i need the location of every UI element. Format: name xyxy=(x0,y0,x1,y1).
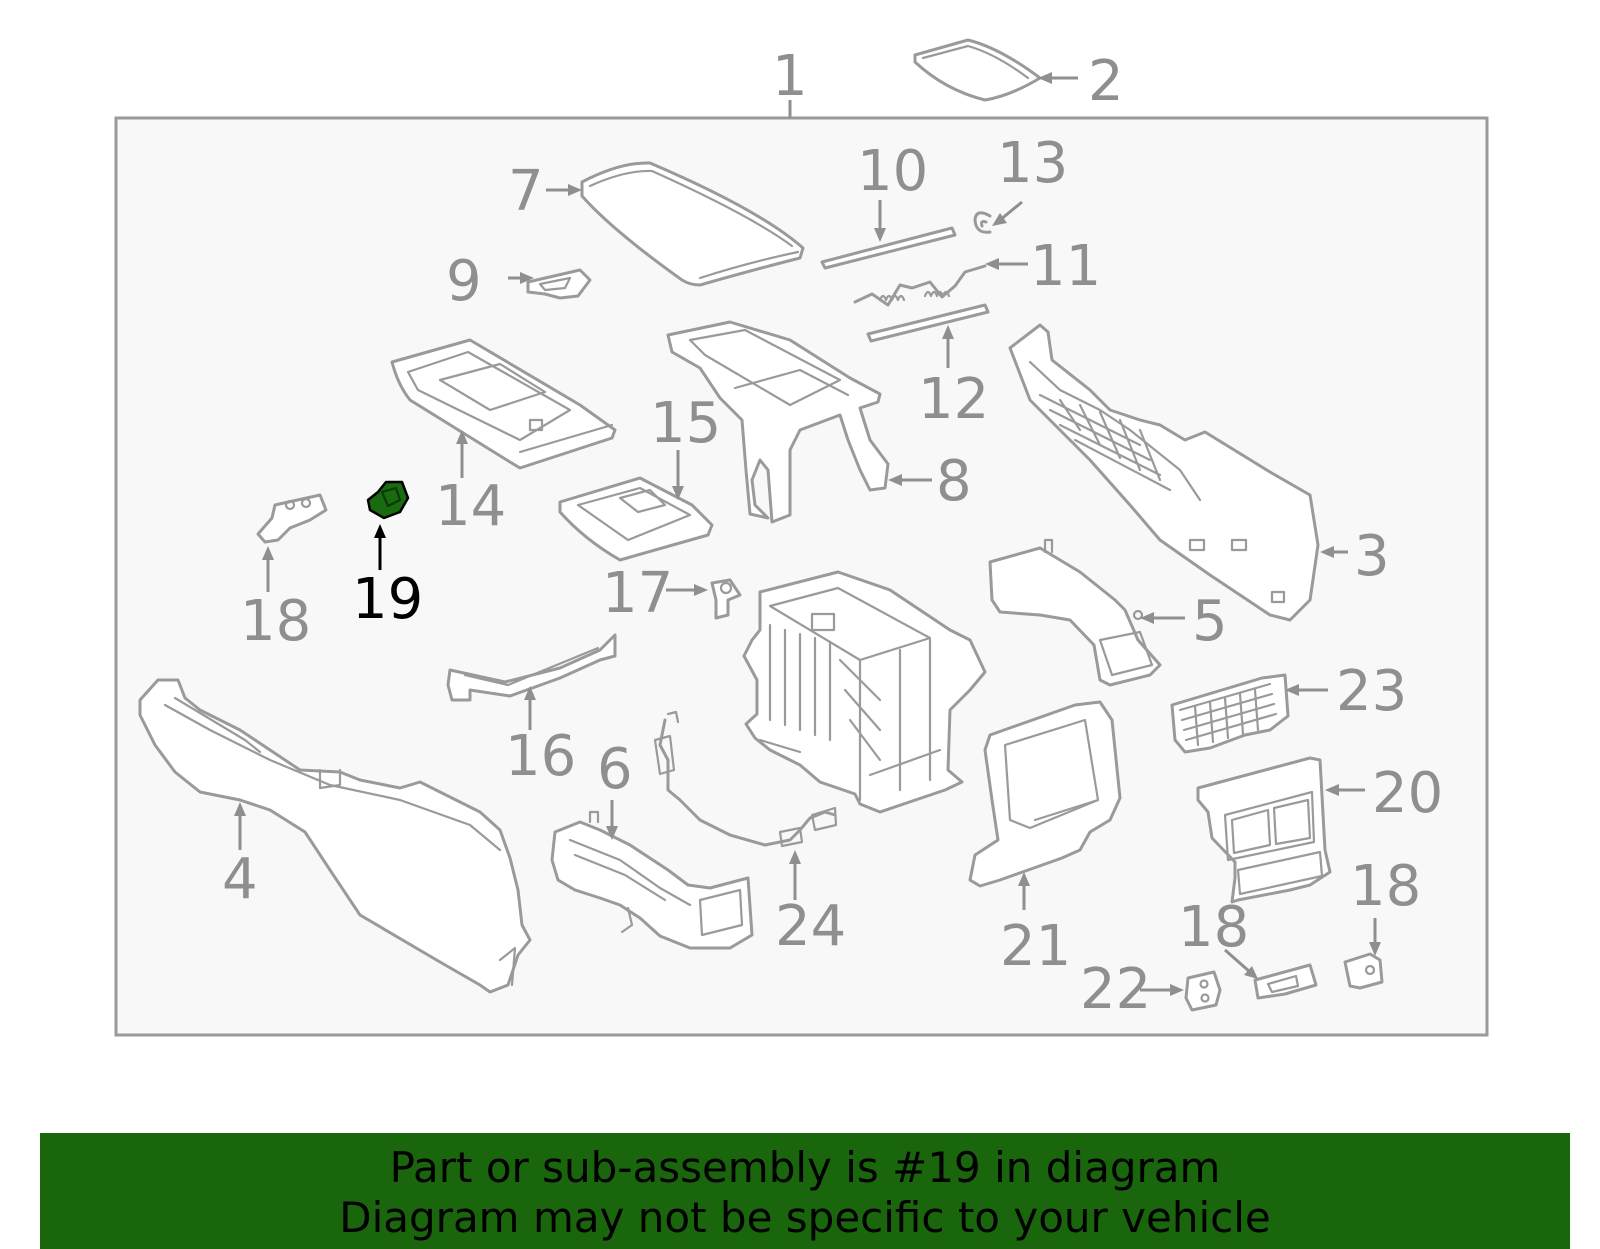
callout-11: 11 xyxy=(1030,234,1101,299)
part-24 xyxy=(653,710,838,848)
part-10 xyxy=(820,226,957,270)
part-23 xyxy=(1170,673,1290,754)
callout-18b: 18 xyxy=(1178,895,1249,960)
part-18c xyxy=(1343,952,1384,990)
part-14 xyxy=(390,338,617,470)
part-20 xyxy=(1196,756,1332,904)
part-19-highlighted xyxy=(366,480,410,520)
part-21 xyxy=(968,700,1122,888)
part-17 xyxy=(710,578,742,620)
part-12 xyxy=(866,303,990,343)
callout-18c: 18 xyxy=(1350,854,1421,919)
callout-18a: 18 xyxy=(240,589,311,654)
part-7 xyxy=(580,161,805,287)
callout-21: 21 xyxy=(1000,914,1071,979)
console-box xyxy=(742,570,987,814)
footer-line-part-note: Part or sub-assembly is #19 in diagram xyxy=(389,1143,1221,1192)
callout-2: 2 xyxy=(1088,49,1124,114)
callout-9: 9 xyxy=(446,249,482,314)
callout-5: 5 xyxy=(1192,589,1228,654)
part-18a xyxy=(256,493,328,544)
callout-20: 20 xyxy=(1372,761,1443,826)
callout-10: 10 xyxy=(857,139,928,204)
part-2 xyxy=(913,38,1042,102)
callout-22: 22 xyxy=(1080,957,1151,1022)
callout-14: 14 xyxy=(435,474,506,539)
callout-17: 17 xyxy=(602,561,673,626)
part-18b xyxy=(1253,963,1318,1000)
part-6 xyxy=(550,810,754,950)
callout-6: 6 xyxy=(597,737,633,802)
callout-1: 1 xyxy=(772,44,808,109)
part-11 xyxy=(853,264,987,307)
part-16 xyxy=(446,633,617,702)
part-22 xyxy=(1184,970,1222,1012)
callout-16: 16 xyxy=(505,724,576,789)
part-4 xyxy=(138,678,532,994)
leader-lines xyxy=(234,72,1381,996)
callout-24: 24 xyxy=(775,894,846,959)
part-3 xyxy=(1008,323,1320,622)
part-5 xyxy=(988,538,1162,687)
part-8 xyxy=(666,320,890,524)
callout-4: 4 xyxy=(222,847,258,912)
callout-13: 13 xyxy=(997,131,1068,196)
callout-19-highlighted: 19 xyxy=(352,567,423,632)
callout-8: 8 xyxy=(936,449,972,514)
callout-7: 7 xyxy=(508,159,544,224)
callout-23: 23 xyxy=(1336,659,1407,724)
part-13 xyxy=(973,211,992,234)
footer-banner: Part or sub-assembly is #19 in diagram D… xyxy=(40,1133,1570,1249)
callout-labels: 1 2 7 10 13 11 9 12 15 14 8 3 18 19 17 5… xyxy=(222,44,1443,1022)
callout-12: 12 xyxy=(918,367,989,432)
part-9 xyxy=(526,268,592,300)
callout-15: 15 xyxy=(650,391,721,456)
part-15 xyxy=(558,476,714,562)
footer-line-disclaimer: Diagram may not be specific to your vehi… xyxy=(339,1193,1271,1242)
callout-3: 3 xyxy=(1354,524,1390,589)
